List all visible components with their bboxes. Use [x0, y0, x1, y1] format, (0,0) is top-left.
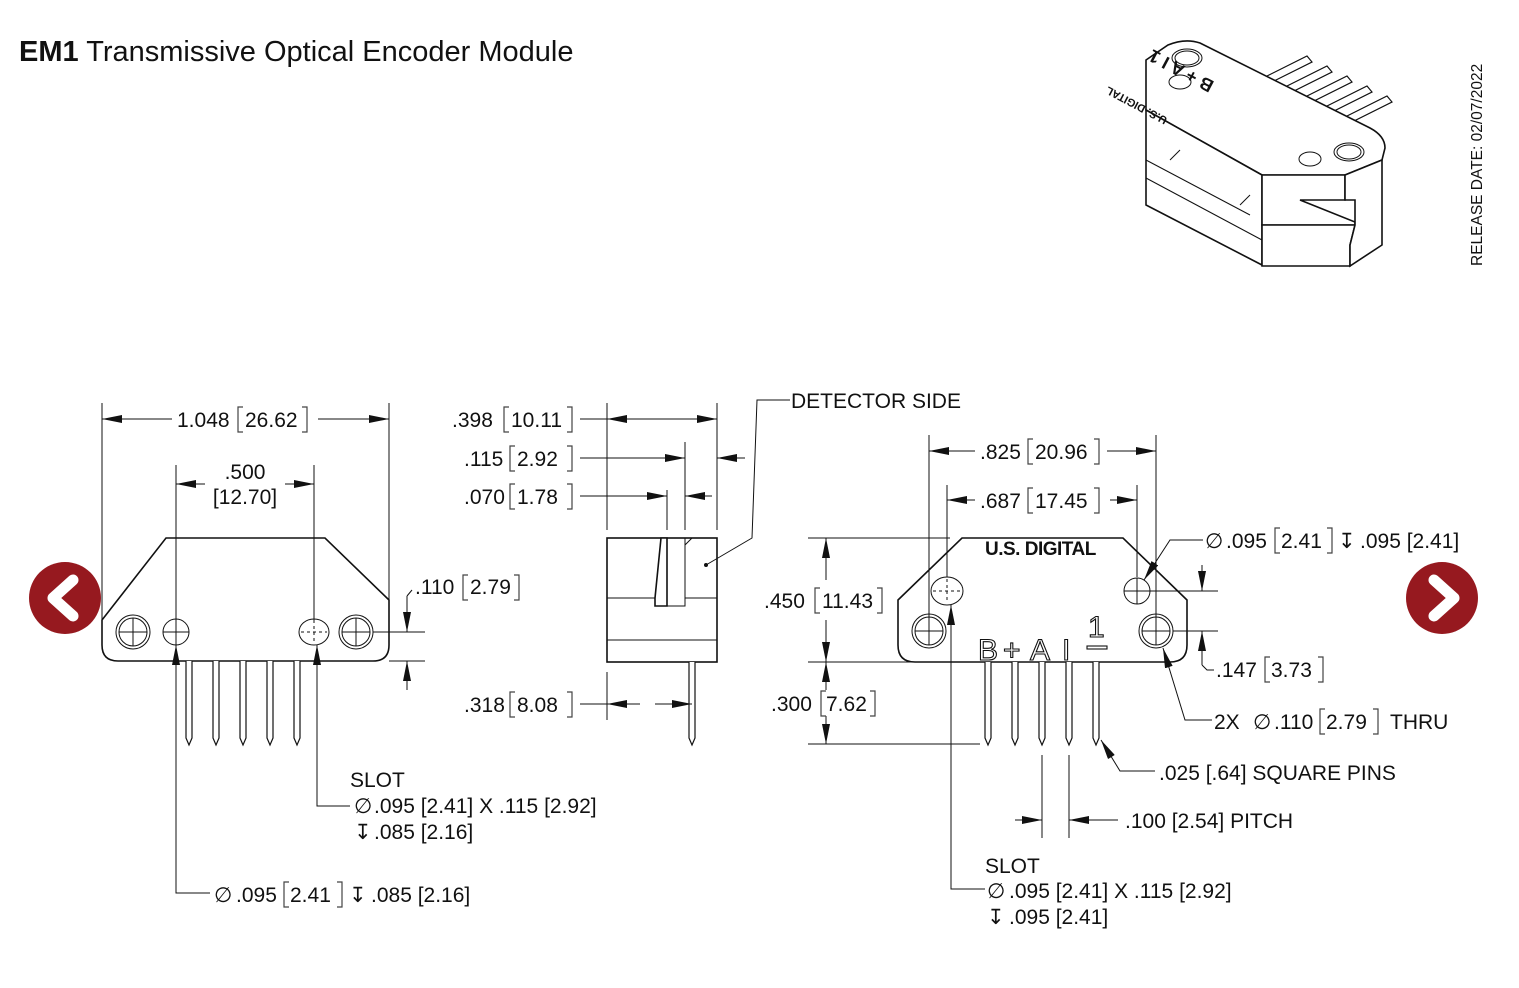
iso-front-lower: [1261, 224, 1357, 267]
dim-hole-spacing-in: .500: [225, 461, 266, 484]
dim-pin-offset-in: .318: [464, 694, 505, 717]
front-view: 1.048 26.62 .500 [12.70] .110 2.79 SLOT …: [101, 403, 597, 908]
rear-pins: [984, 662, 1100, 747]
front-hole-depth: .085 [2.16]: [371, 884, 470, 907]
rear-brand-label: U.S. DIGITAL: [985, 539, 1097, 560]
dim-hole-offset-mm: 3.73: [1271, 659, 1312, 682]
rear-view: U.S. DIGITAL B + A I 1: [764, 435, 1459, 929]
next-button[interactable]: [1406, 562, 1478, 634]
rear-slot-line2: .095 [2.41]: [1009, 906, 1108, 929]
dim-depth-in: .398: [452, 409, 493, 432]
rear-thru-mm: 2.79: [1326, 711, 1367, 734]
dim-pin-length-in: .300: [771, 693, 812, 716]
front-slot-title: SLOT: [350, 769, 405, 792]
dim-gap-inner-in: .070: [464, 486, 505, 509]
front-slot-line1: .095 [2.41] X .115 [2.92]: [374, 795, 597, 818]
rear-thru-prefix: 2X: [1214, 711, 1240, 734]
front-pins: [185, 661, 301, 747]
dim-pin-offset-mm: 8.08: [517, 694, 558, 717]
pin-label-i: I: [1062, 634, 1070, 667]
page-title: EM1 Transmissive Optical Encoder Module: [19, 36, 573, 69]
dim-body-height-mm: 11.43: [822, 590, 873, 613]
rear-square-pins: .025 [.64] SQUARE PINS: [1159, 762, 1396, 785]
front-hole-in: .095: [236, 884, 277, 907]
diameter-icon: ∅: [1253, 711, 1271, 734]
depth-icon: ↧: [354, 821, 372, 844]
depth-icon: ↧: [349, 884, 367, 907]
front-hole-mm: 2.41: [290, 884, 331, 907]
title-description: Transmissive Optical Encoder Module: [86, 36, 574, 68]
depth-icon: ↧: [987, 906, 1005, 929]
rear-thru-in: .110: [1274, 711, 1313, 734]
dim-mount-spacing-mm: 20.96: [1035, 441, 1088, 464]
diameter-icon: ∅: [1205, 530, 1223, 553]
dim-mount-spacing-in: .825: [980, 441, 1021, 464]
dim-gap-inner-mm: 1.78: [517, 486, 558, 509]
rear-slot-title: SLOT: [985, 855, 1040, 878]
rear-small-hole-in: .095: [1226, 530, 1267, 553]
front-slot-line2: .085 [2.16]: [374, 821, 473, 844]
dim-hole-height-in: .110: [415, 576, 454, 599]
pin-label-1: 1: [1088, 611, 1105, 644]
pin-label-b: B: [978, 634, 998, 667]
pin-label-plus: +: [1003, 634, 1021, 667]
diameter-icon: ∅: [987, 880, 1005, 903]
iso-front-face: [1261, 174, 1356, 226]
isometric-view: U.S. DIGITAL B + A I 1: [1104, 40, 1393, 268]
dim-gap-outer-in: .115: [464, 448, 503, 471]
pin-label-group: B + A I 1: [977, 610, 1108, 668]
previous-button[interactable]: [29, 562, 101, 634]
side-view: .398 10.11 .115 2.92 .070 1.78 .318 8.08…: [452, 390, 961, 747]
dim-hole-spacing-mm: [12.70]: [213, 486, 277, 509]
detector-side-label: DETECTOR SIDE: [791, 390, 961, 413]
diameter-icon: ∅: [214, 884, 232, 907]
dim-body-height-in: .450: [764, 590, 805, 613]
dim-pin-length-mm: 7.62: [826, 693, 867, 716]
iso-right-face: [1344, 158, 1383, 268]
dim-overall-width-mm: 26.62: [245, 409, 298, 432]
dim-gap-outer-mm: 2.92: [517, 448, 558, 471]
dim-slot-spacing-mm: 17.45: [1035, 490, 1088, 513]
rear-small-hole-depth: .095 [2.41]: [1360, 530, 1459, 553]
iso-top-face: [1145, 40, 1386, 176]
rear-small-hole-mm: 2.41: [1281, 530, 1322, 553]
rear-pitch: .100 [2.54] PITCH: [1125, 810, 1293, 833]
depth-icon: ↧: [1338, 530, 1356, 553]
diameter-icon: ∅: [354, 795, 372, 818]
dim-slot-spacing-in: .687: [980, 490, 1021, 513]
dim-hole-offset-in: .147: [1216, 659, 1257, 682]
pin-label-a: A: [1030, 634, 1050, 667]
rear-slot-line1: .095 [2.41] X .115 [2.92]: [1009, 880, 1232, 903]
front-body: [101, 537, 390, 662]
dim-hole-height-mm: 2.79: [470, 576, 511, 599]
pin-1-underline: [1086, 645, 1108, 650]
dim-depth-mm: 10.11: [511, 409, 562, 432]
rear-thru-suffix: THRU: [1390, 711, 1448, 734]
chevron-left-icon: [47, 574, 79, 622]
chevron-right-icon: [1428, 574, 1460, 622]
dim-overall-width-in: 1.048: [177, 409, 230, 432]
title-model: EM1: [19, 36, 79, 68]
